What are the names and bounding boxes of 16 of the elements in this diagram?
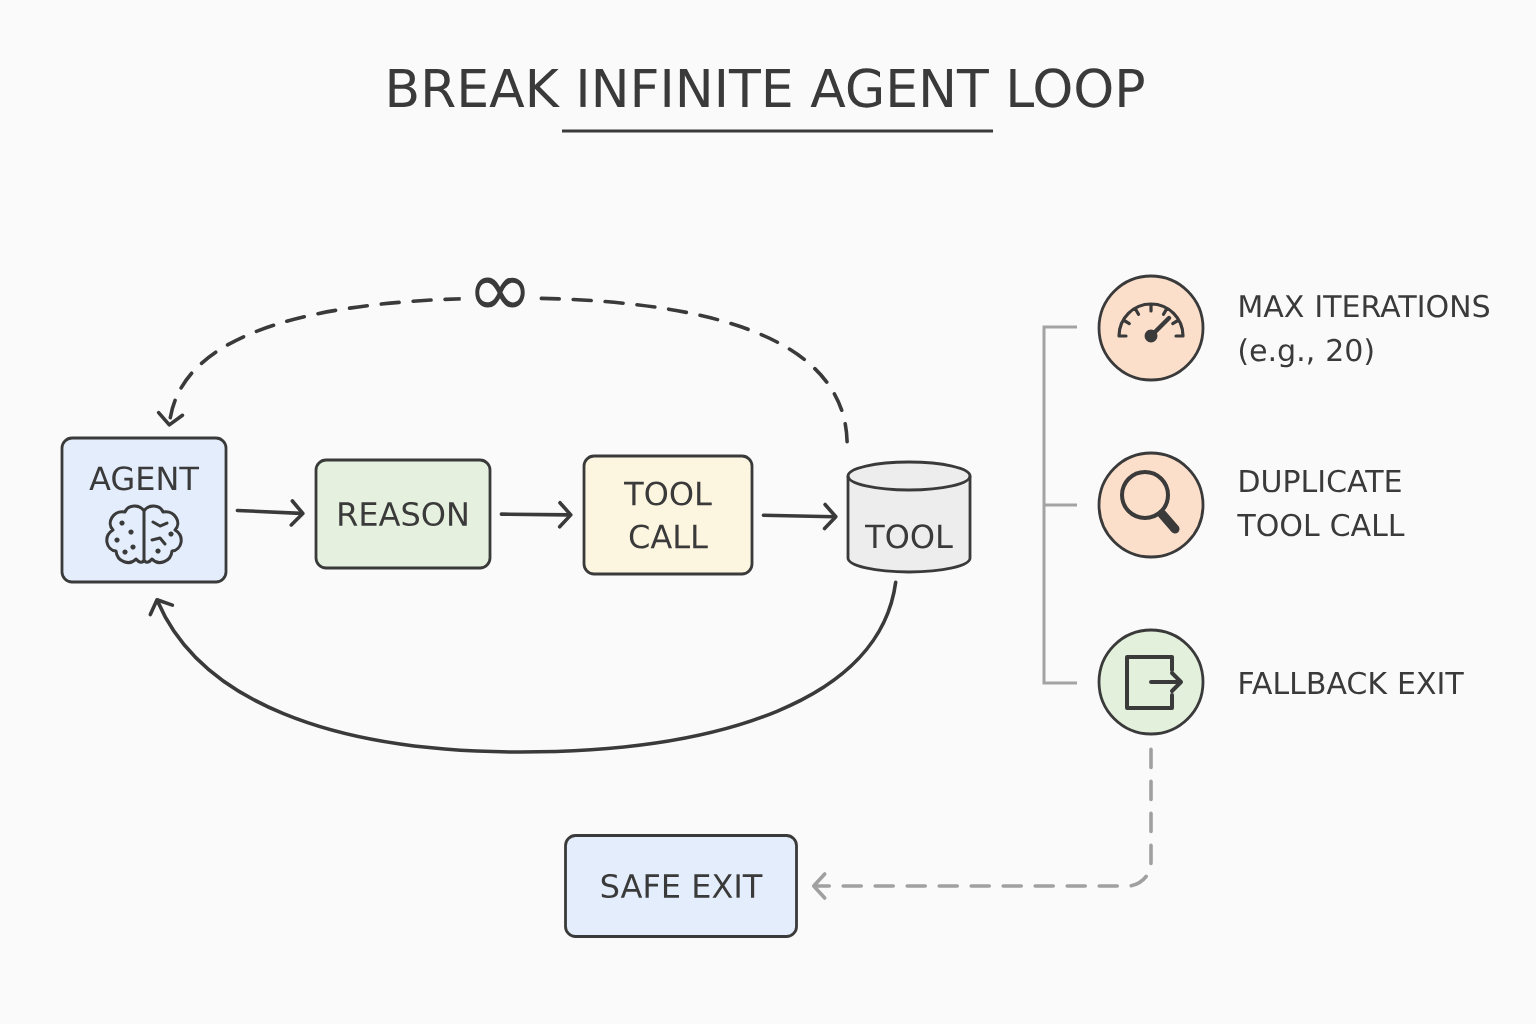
arrow [811, 747, 1153, 900]
arrow [148, 580, 898, 754]
item-label: DUPLICATE TOOL CALL [1237, 469, 1405, 537]
arrow [156, 296, 849, 444]
process-box: TOOL CALL [582, 454, 754, 576]
edge-label: ∞ [460, 271, 540, 323]
arrow [761, 502, 838, 531]
database-cylinder: TOOL [846, 460, 972, 574]
process-box: AGENT [60, 436, 228, 584]
title: BREAK INFINITE AGENT LOOP [389, 68, 1144, 108]
arrow [235, 499, 305, 527]
arrow [499, 500, 573, 529]
item-label: FALLBACK EXIT [1240, 671, 1464, 695]
process-box: REASON [314, 458, 492, 570]
item-label: MAX ITERATIONS (e.g., 20) [1240, 294, 1489, 368]
process-box: SAFE EXIT [564, 834, 798, 938]
